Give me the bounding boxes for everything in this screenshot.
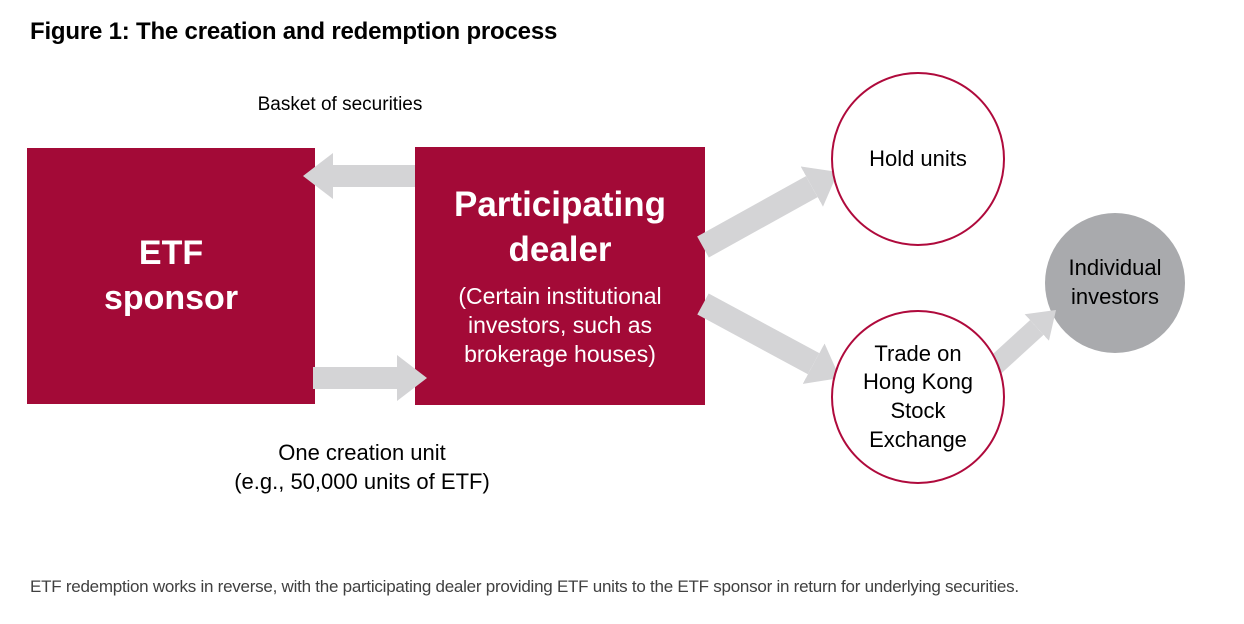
basket-of-securities-label: Basket of securities bbox=[257, 94, 423, 115]
dealer-to-exchange-arrow bbox=[697, 293, 840, 384]
trade-exchange-label: Trade on Hong Kong Stock Exchange bbox=[862, 340, 974, 452]
etf-sponsor-box: ETF sponsor bbox=[27, 148, 315, 404]
creation-unit-line2: (e.g., 50,000 units of ETF) bbox=[234, 469, 490, 495]
participating-dealer-box: Participating dealer (Certain institutio… bbox=[415, 147, 705, 405]
creation-unit-line1: One creation unit bbox=[278, 440, 446, 465]
figure-title: Figure 1: The creation and redemption pr… bbox=[30, 18, 558, 45]
creation-unit-label: One creation unit (e.g., 50,000 units of… bbox=[212, 438, 512, 496]
trade-exchange-circle: Trade on Hong Kong Stock Exchange bbox=[831, 310, 1005, 484]
individual-investors-circle: Individual investors bbox=[1045, 213, 1185, 353]
individual-investors-label: Individual investors bbox=[1068, 255, 1162, 309]
figure-footnote: ETF redemption works in reverse, with th… bbox=[30, 577, 1019, 596]
hold-units-label: Hold units bbox=[869, 146, 967, 171]
participating-dealer-description: (Certain institutional investors, such a… bbox=[458, 282, 662, 367]
etf-sponsor-label: ETF sponsor bbox=[103, 234, 239, 317]
dealer-to-hold-units-arrow bbox=[697, 166, 839, 258]
participating-dealer-label: Participating dealer bbox=[454, 185, 666, 270]
hold-units-circle: Hold units bbox=[831, 72, 1005, 246]
